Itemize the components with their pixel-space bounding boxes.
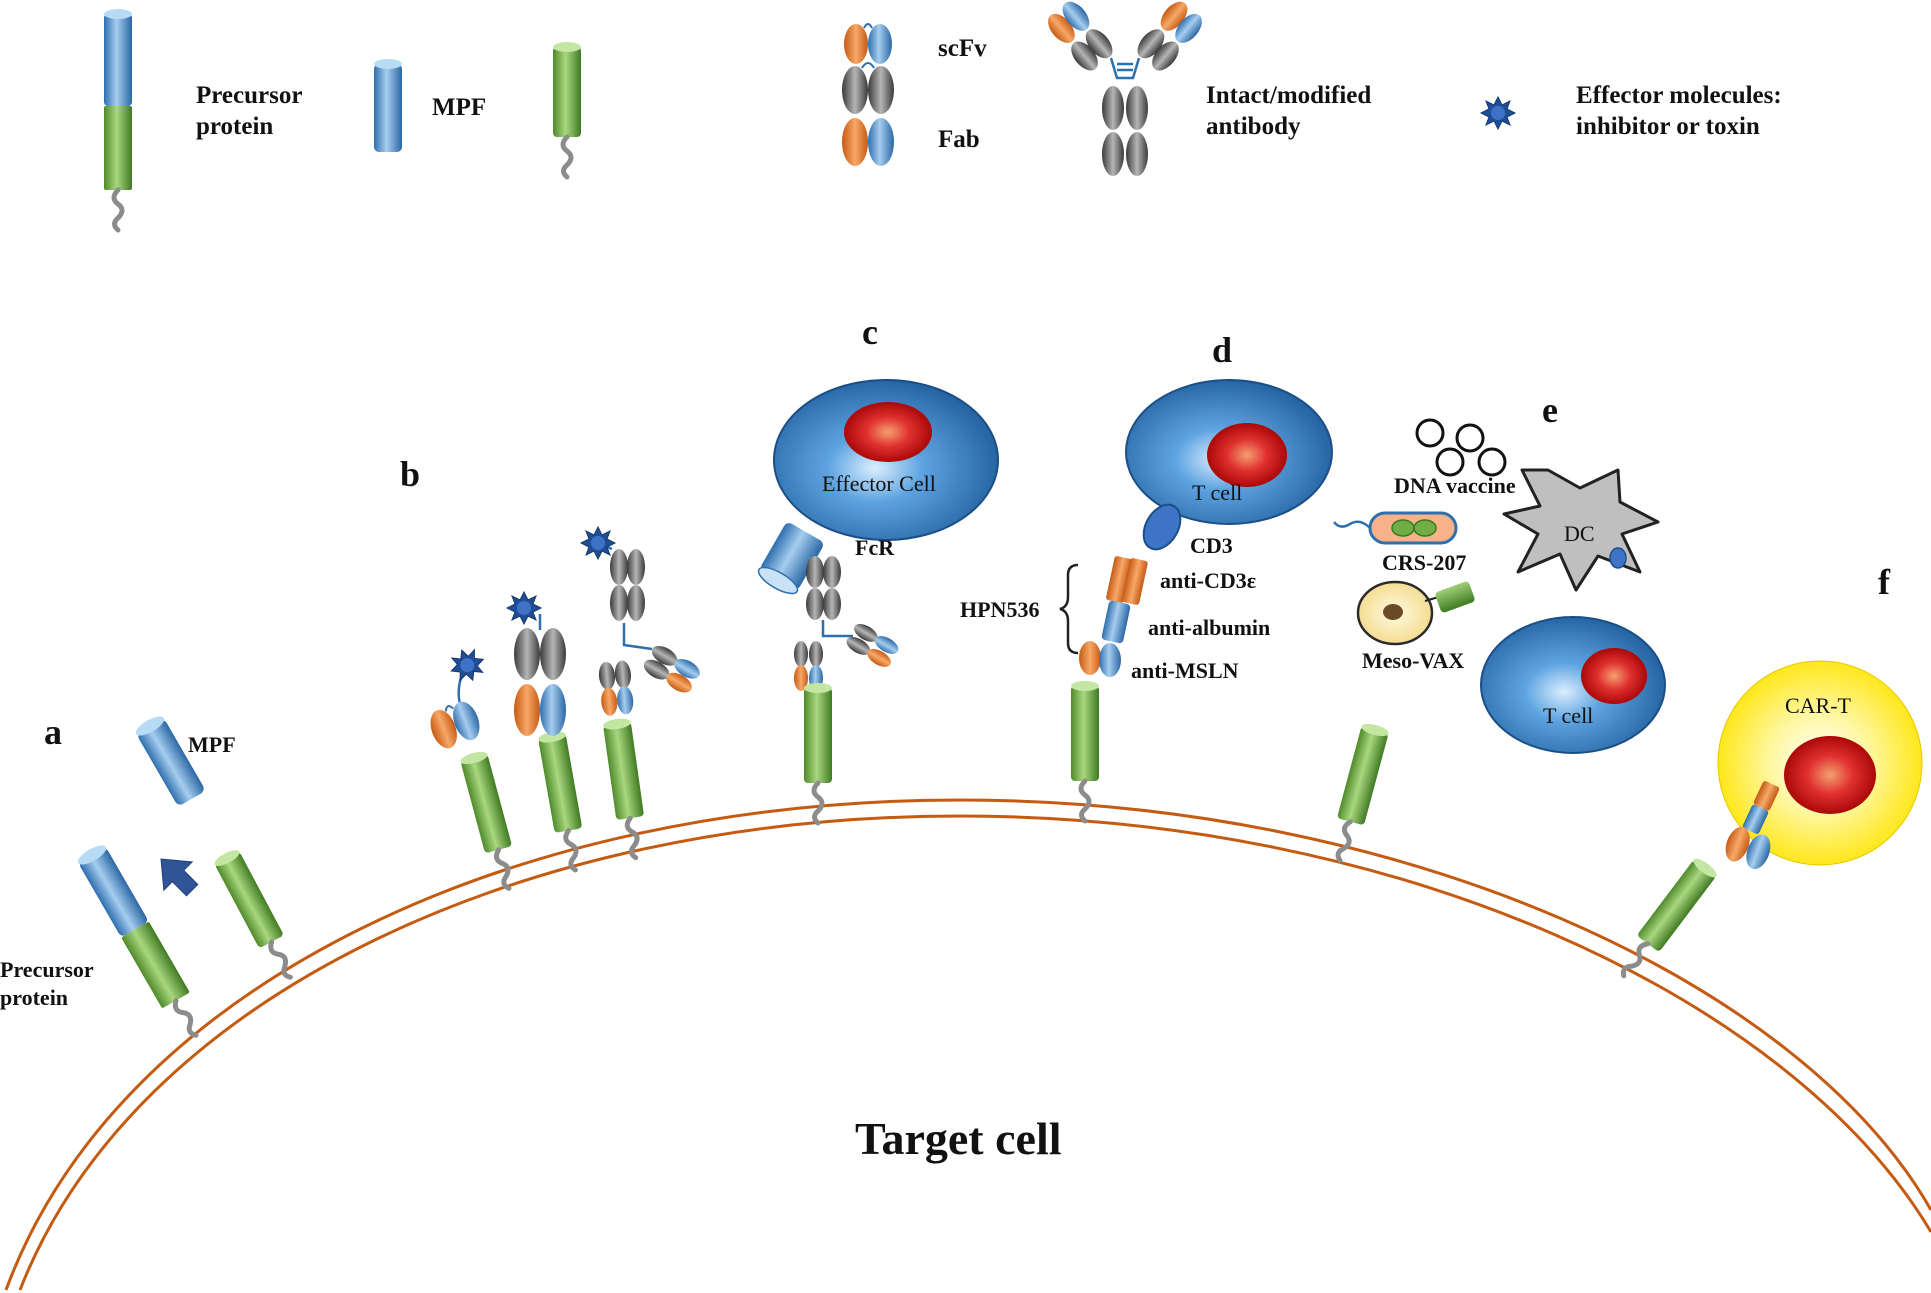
panel-d-receptor xyxy=(1071,681,1099,821)
panel-f xyxy=(1613,660,1923,985)
panel-f-letter: f xyxy=(1878,562,1890,602)
panel-d-hpn536 xyxy=(1079,556,1148,677)
mesovax-cell-icon xyxy=(1356,580,1475,646)
panel-a-precursor-label: Precursor protein xyxy=(0,957,94,1010)
panel-b-receptor-3 xyxy=(602,717,649,860)
panel-f-cart-label: CAR-T xyxy=(1785,693,1851,718)
panel-e-receptor xyxy=(1327,722,1390,864)
panel-c-receptor xyxy=(804,683,832,823)
panel-c-letter: c xyxy=(862,312,878,352)
panel-a xyxy=(77,716,303,1038)
panel-a-mslln xyxy=(212,847,302,984)
panel-c-effector-cell-label: Effector Cell xyxy=(822,471,936,496)
legend-antibody-label: Intact/modified antibody xyxy=(1206,82,1372,141)
legend-mpf-label: MPF xyxy=(432,94,487,121)
panel-e-crs207-label: CRS-207 xyxy=(1382,550,1467,575)
panel-e-dna-vaccine-label: DNA vaccine xyxy=(1394,473,1516,498)
panel-d-anti-mslln-label: anti-MSLN xyxy=(1131,658,1239,683)
panel-b-receptor-1 xyxy=(459,750,522,892)
panel-a-mpf xyxy=(135,716,204,805)
panel-d-letter: d xyxy=(1212,330,1233,370)
legend-effector-label: Effector molecules: inhibitor or toxin xyxy=(1576,82,1782,141)
legend-fab-icon xyxy=(842,62,894,166)
legend-precursor-icon xyxy=(104,9,132,233)
legend-scfv-label: scFv xyxy=(938,35,987,62)
panel-d-t-cell-label: T cell xyxy=(1192,480,1243,505)
target-cell-label: Target cell xyxy=(855,1113,1062,1164)
panel-a-arrow-icon xyxy=(160,858,199,897)
panel-d-cd3 xyxy=(1142,503,1182,551)
legend-precursor-label: Precursor protein xyxy=(196,82,303,141)
panel-b-antibody-toxin xyxy=(580,526,700,716)
panel-e-mesovax-label: Meso-VAX xyxy=(1362,648,1465,673)
panel-e-t-cell-label: T cell xyxy=(1543,703,1594,728)
legend-scfv-icon xyxy=(843,23,893,65)
legend-antibody-icon xyxy=(1048,1,1202,176)
dna-vaccine-icon xyxy=(1415,418,1507,477)
panel-c-nucleus xyxy=(844,402,932,462)
panel-d-hpn536-label: HPN536 xyxy=(960,597,1040,622)
panel-e xyxy=(1327,418,1666,864)
legend-msln-icon xyxy=(553,42,581,180)
panel-b xyxy=(424,526,700,892)
panel-b-letter: b xyxy=(400,454,421,494)
crs207-bacterium-icon xyxy=(1333,511,1458,545)
panel-d-anti-cd3e-label: anti-CD3ε xyxy=(1160,568,1257,593)
panel-b-fab-toxin xyxy=(506,591,566,736)
panel-e-dc-label: DC xyxy=(1564,521,1595,546)
panel-f-receptor xyxy=(1613,856,1720,985)
legend-mpf-icon xyxy=(374,59,402,152)
target-cell-membrane xyxy=(4,798,1931,1291)
legend-fab-label: Fab xyxy=(938,126,980,153)
panel-c-antibody xyxy=(794,556,899,691)
panel-a-mpf-label: MPF xyxy=(188,732,236,757)
panel-c xyxy=(757,379,999,823)
panel-d-anti-albumin-label: anti-albumin xyxy=(1148,615,1271,640)
car-t-scfv xyxy=(1725,826,1771,870)
panel-b-scfv-toxin xyxy=(424,643,490,754)
panel-e-letter: e xyxy=(1542,390,1558,430)
panel-d-nucleus xyxy=(1207,423,1287,487)
car-t-nucleus xyxy=(1784,736,1876,814)
panel-a-letter: a xyxy=(44,712,62,752)
panel-d xyxy=(1059,379,1333,821)
panel-c-fcr-label: FcR xyxy=(855,535,895,560)
panel-e-nucleus xyxy=(1581,648,1647,704)
car-t-receptor xyxy=(1742,781,1780,834)
dc-dendritic-cell-icon xyxy=(1502,468,1660,592)
panel-d-hpn536-bracket xyxy=(1059,563,1079,655)
legend xyxy=(104,1,1516,233)
legend-effector-icon xyxy=(1480,96,1516,130)
panel-d-cd3-label: CD3 xyxy=(1190,533,1233,558)
panel-a-precursor xyxy=(77,845,199,1038)
